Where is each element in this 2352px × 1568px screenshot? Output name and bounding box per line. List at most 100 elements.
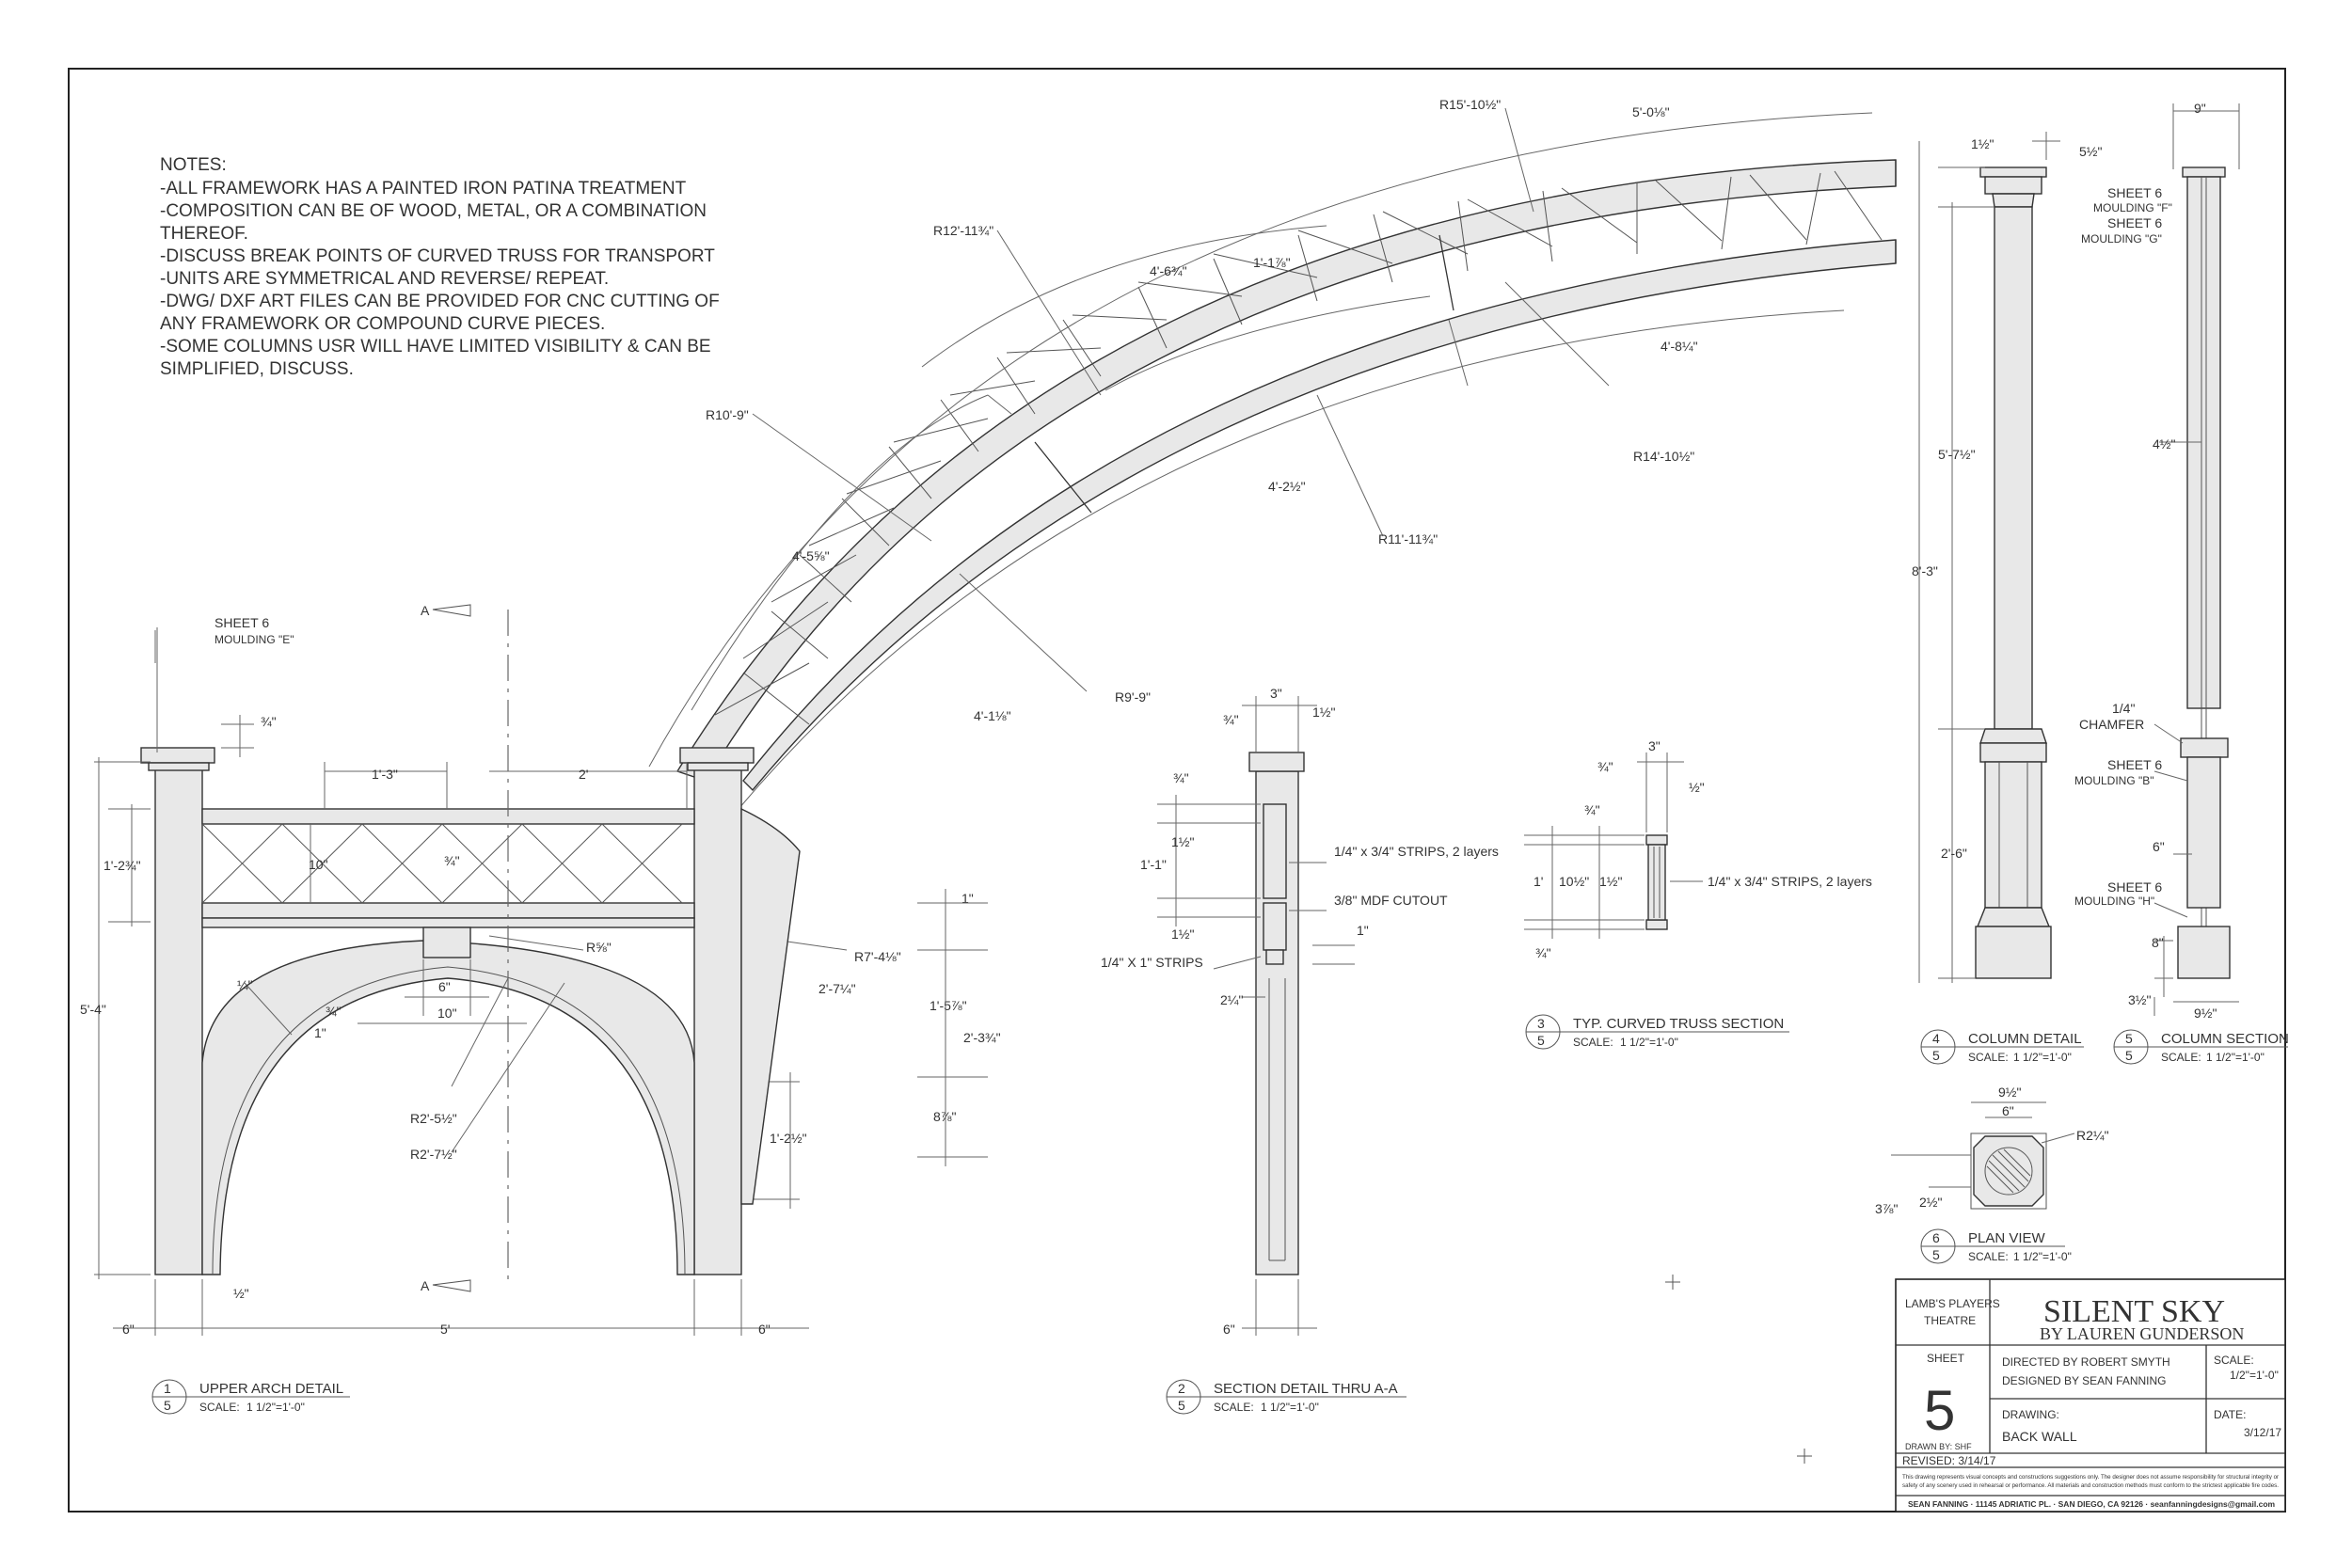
cs-9: 9" [2194, 101, 2206, 116]
dim-4-2: 4'-2½" [1268, 479, 1306, 494]
dim-8: 8⅞" [933, 1109, 956, 1124]
dim-r14: R14'-10½" [1633, 449, 1694, 464]
title-block: LAMB'S PLAYERS THEATRE SILENT SKY BY LAU… [1895, 1278, 2286, 1513]
dim-1-1: 1'-1⅞" [1253, 255, 1291, 270]
dim-r15: R15'-10½" [1439, 97, 1501, 112]
saa-12c: 1½" [1171, 927, 1194, 942]
cs-mould-f: MOULDING "F" [2093, 201, 2172, 214]
plan-view [1970, 1132, 2047, 1210]
notes-heading: NOTES: [160, 155, 227, 175]
saa-34b: ¾" [1173, 770, 1189, 785]
moulding-e: MOULDING "E" [215, 633, 294, 646]
saa-6: 6" [1223, 1322, 1235, 1337]
dim-1-2b: 1'-2½" [770, 1131, 807, 1146]
dim-10: 10" [309, 857, 328, 872]
cd-8-3: 8'-3" [1912, 563, 1938, 578]
callout-2: 2 5 SECTION DETAIL THRU A-A SCALE: 1 1/2… [1166, 1379, 1406, 1415]
section-mark-a-top: A [421, 603, 430, 618]
callout-1-scale-lbl: SCALE: [199, 1401, 240, 1414]
notes-line: -DWG/ DXF ART FILES CAN BE PROVIDED FOR … [160, 292, 720, 311]
column-section-labels: 9" SHEET 6 MOULDING "F" SHEET 6 MOULDING… [2074, 101, 2217, 1021]
callout-3-num: 3 [1537, 1016, 1545, 1031]
callout-5-sheet: 5 [2125, 1048, 2133, 1063]
dim-4-6: 4'-6¾" [1150, 263, 1187, 278]
dim-2: 2' [579, 767, 588, 782]
callout-6-sheet: 5 [1932, 1247, 1940, 1262]
cs-6: 6" [2153, 839, 2165, 854]
dim-4-8: 4'-8¼" [1661, 339, 1698, 354]
ts-1: 1' [1534, 874, 1543, 889]
dim-3-4b: ¾" [444, 853, 460, 868]
notes-line: ANY FRAMEWORK OR COMPOUND CURVE PIECES. [160, 314, 605, 334]
tb-sheet-num: 5 [1924, 1379, 1955, 1442]
tb-revised: REVISED: 3/14/17 [1902, 1454, 1996, 1467]
callout-4-scale-lbl: SCALE: [1968, 1051, 2009, 1064]
dim-1-5: 1'-5⅞" [930, 998, 967, 1013]
ts-10: 10½" [1559, 874, 1589, 889]
callout-6: 6 5 PLAN VIEW SCALE: 1 1/2"=1'-0" [1920, 1228, 2072, 1264]
cs-sheet-g: SHEET 6 [2107, 215, 2162, 230]
dim-r7: R7'-4⅛" [854, 949, 901, 964]
section-mark-a-bottom: A [421, 1278, 430, 1293]
tb-drawing: BACK WALL [2002, 1429, 2077, 1444]
column-section [2177, 166, 2231, 979]
cs-8: 8" [2152, 935, 2164, 950]
dim-r9: R9'-9" [1115, 689, 1151, 705]
callout-4-num: 4 [1932, 1031, 1940, 1046]
ts-3: 3" [1648, 738, 1661, 753]
ts-strips: 1/4" x 3/4" STRIPS, 2 layers [1708, 874, 1872, 889]
dim-3-4c: ¾" [326, 1004, 342, 1019]
dim-4-5: 4'-5⅝" [792, 548, 830, 563]
callout-5-scale: 1 1/2"=1'-0" [2206, 1051, 2265, 1064]
dim-1in: 1" [961, 891, 974, 906]
saa-1: 1" [1357, 923, 1369, 938]
dim-r2-5: R2'-5½" [410, 1111, 457, 1126]
dim-r2-7: R2'-7½" [410, 1147, 457, 1162]
saa-3: 3" [1270, 686, 1282, 701]
dim-3-4: ¾" [261, 714, 277, 729]
ts-1-2: 1½" [1599, 874, 1622, 889]
tb-date-lbl: DATE: [2214, 1408, 2246, 1421]
saa-strips: 1/4" x 3/4" STRIPS, 2 layers [1334, 844, 1499, 859]
notes-line: -ALL FRAMEWORK HAS A PAINTED IRON PATINA… [160, 179, 687, 198]
tb-scale-lbl: SCALE: [2214, 1354, 2254, 1367]
upper-arch-dim-labels: SHEET 6 MOULDING "E" ¾" 1'-3" 2' 1'-2¾" … [80, 615, 771, 1337]
cd-12: 1½" [1971, 136, 1994, 151]
truss-section [1645, 834, 1668, 930]
dim-1-4: ¼" [237, 977, 253, 992]
notes-line: SIMPLIFIED, DISCUSS. [160, 359, 354, 379]
tb-drawing-lbl: DRAWING: [2002, 1408, 2059, 1421]
notes-line: -SOME COLUMNS USR WILL HAVE LIMITED VISI… [160, 337, 711, 356]
dim-6: 6" [438, 979, 451, 994]
callout-4-title: COLUMN DETAIL [1968, 1031, 2082, 1047]
notes-line: THEREOF. [160, 224, 248, 244]
plan-view-labels: 9½" 6" R2¼" 3⅞" 2½" [1875, 1085, 2109, 1216]
cs-mould-h: MOULDING "H" [2074, 895, 2154, 908]
tb-directed: DIRECTED BY ROBERT SMYTH [2002, 1355, 2170, 1369]
column-section-dims [2153, 103, 2240, 1016]
truss-dimension-lines [648, 107, 1873, 951]
saa-12: 1½" [1312, 705, 1335, 720]
pv-38: 3⅞" [1875, 1201, 1898, 1216]
callout-6-num: 6 [1932, 1230, 1940, 1245]
column-detail-dims [1918, 132, 2060, 983]
dim-2-3: 2'-3¾" [963, 1030, 1001, 1045]
dim-6-left: 6" [122, 1322, 135, 1337]
cs-sheet-h: SHEET 6 [2107, 879, 2162, 895]
pv-92: 9½" [1998, 1085, 2021, 1100]
dim-r58: R⅝" [586, 940, 612, 955]
dim-5ft: 5' [440, 1322, 450, 1337]
registration-marks [1665, 1275, 1812, 1464]
saa-12b: 1½" [1171, 834, 1194, 849]
cs-mould-g: MOULDING "G" [2081, 232, 2162, 245]
truss-dimension-labels: R15'-10½" 5'-0⅛" R12'-11¾" 4'-6¾" 1'-1⅞"… [706, 97, 1698, 1146]
plan-view-dims [1891, 1101, 2075, 1188]
tb-scale: 1/2"=1'-0" [2230, 1369, 2279, 1382]
tb-author: BY LAUREN GUNDERSON [2040, 1324, 2244, 1343]
tb-theatre1: LAMB'S PLAYERS [1905, 1297, 2000, 1310]
cd-2-6: 2'-6" [1941, 846, 1967, 861]
dim-r12: R12'-11¾" [933, 223, 993, 238]
saa-mdf: 3/8" MDF CUTOUT [1334, 893, 1448, 908]
tb-disclaimer-1: This drawing represents visual concepts … [1902, 1474, 2279, 1481]
cs-sheet-f: SHEET 6 [2107, 185, 2162, 200]
